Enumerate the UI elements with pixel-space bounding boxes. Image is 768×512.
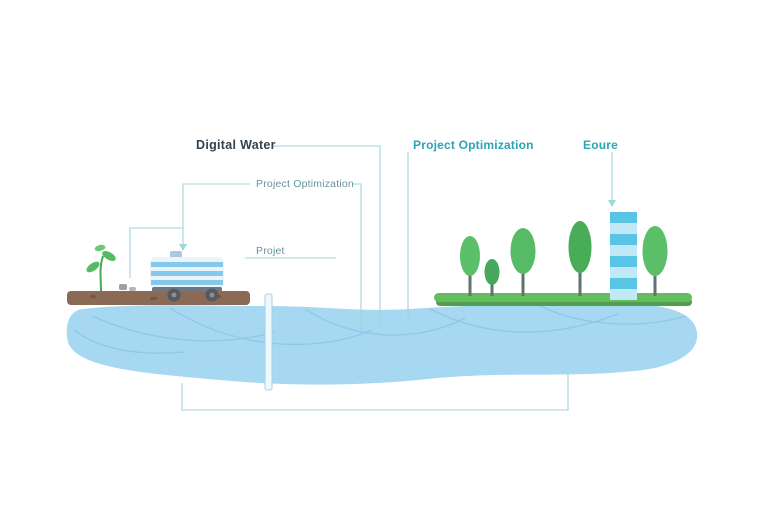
tree-crown	[568, 221, 592, 273]
water-wave-line	[304, 308, 466, 336]
bottom-bracket	[181, 371, 569, 411]
ground-left-speckle	[90, 295, 96, 298]
tree	[510, 228, 536, 296]
tree-crown	[484, 259, 500, 285]
truck-wheel-hub	[171, 292, 177, 298]
ground-left-strip	[67, 291, 250, 305]
label-digital-water: Digital Water	[196, 138, 276, 152]
measuring-pole	[264, 293, 273, 391]
water-wave-line	[91, 315, 276, 342]
tower-stripe	[610, 245, 637, 256]
rock	[129, 287, 136, 291]
tree-trunk	[468, 270, 472, 296]
connector-digital-water	[272, 145, 381, 329]
tree-crown	[642, 226, 668, 276]
rock	[119, 284, 127, 290]
ground-left-speckle	[150, 297, 157, 300]
tower-stripe	[610, 223, 637, 234]
ground-left	[67, 291, 250, 305]
tree-trunk	[653, 268, 657, 296]
tower-stripe	[610, 267, 637, 278]
ground-right-strip	[434, 293, 692, 302]
label-project-optimization-sub: Project Optimization	[256, 178, 354, 190]
label-projet: Projet	[256, 245, 285, 257]
water-body	[66, 303, 698, 385]
down-arrow-icon	[608, 200, 616, 207]
connector-plant-rocks	[129, 227, 183, 278]
connector-sub-left	[182, 183, 250, 244]
tower-stripe	[610, 234, 637, 245]
tower-stripe	[610, 256, 637, 267]
water-wave-line	[169, 307, 373, 346]
tree-crown	[460, 236, 480, 276]
tree	[484, 259, 500, 296]
tower-stripe	[610, 278, 637, 289]
water-wave-line	[73, 329, 186, 354]
tower-stripe	[610, 289, 637, 300]
label-project-optimization-top: Project Optimization	[413, 138, 534, 152]
water-wave-line	[429, 308, 619, 333]
truck-wheel-hub	[209, 292, 215, 298]
down-arrow-icon	[179, 244, 187, 251]
ground-right	[434, 293, 692, 306]
tower-building	[610, 212, 637, 300]
tower-stripe	[610, 212, 637, 223]
tree	[568, 221, 592, 296]
connector-sub-right	[352, 183, 362, 330]
plant-leaf	[86, 261, 100, 273]
plant-leaf	[94, 244, 106, 252]
truck-stripe	[151, 271, 223, 276]
plant	[86, 244, 116, 292]
tree	[460, 236, 480, 296]
tree-trunk	[578, 266, 582, 296]
tree-crown	[510, 228, 536, 274]
tree	[642, 226, 668, 296]
truck-stripe	[151, 262, 223, 267]
tree-trunk	[521, 266, 525, 296]
tree-trunk	[490, 280, 494, 296]
label-eoure: Eoure	[583, 138, 618, 152]
water-wave-line	[539, 305, 687, 325]
truck	[150, 251, 224, 302]
truck-top-detail	[170, 251, 182, 258]
plant-stem	[99, 255, 104, 292]
plant-leaf	[102, 251, 116, 261]
truck-stripe	[151, 280, 223, 285]
